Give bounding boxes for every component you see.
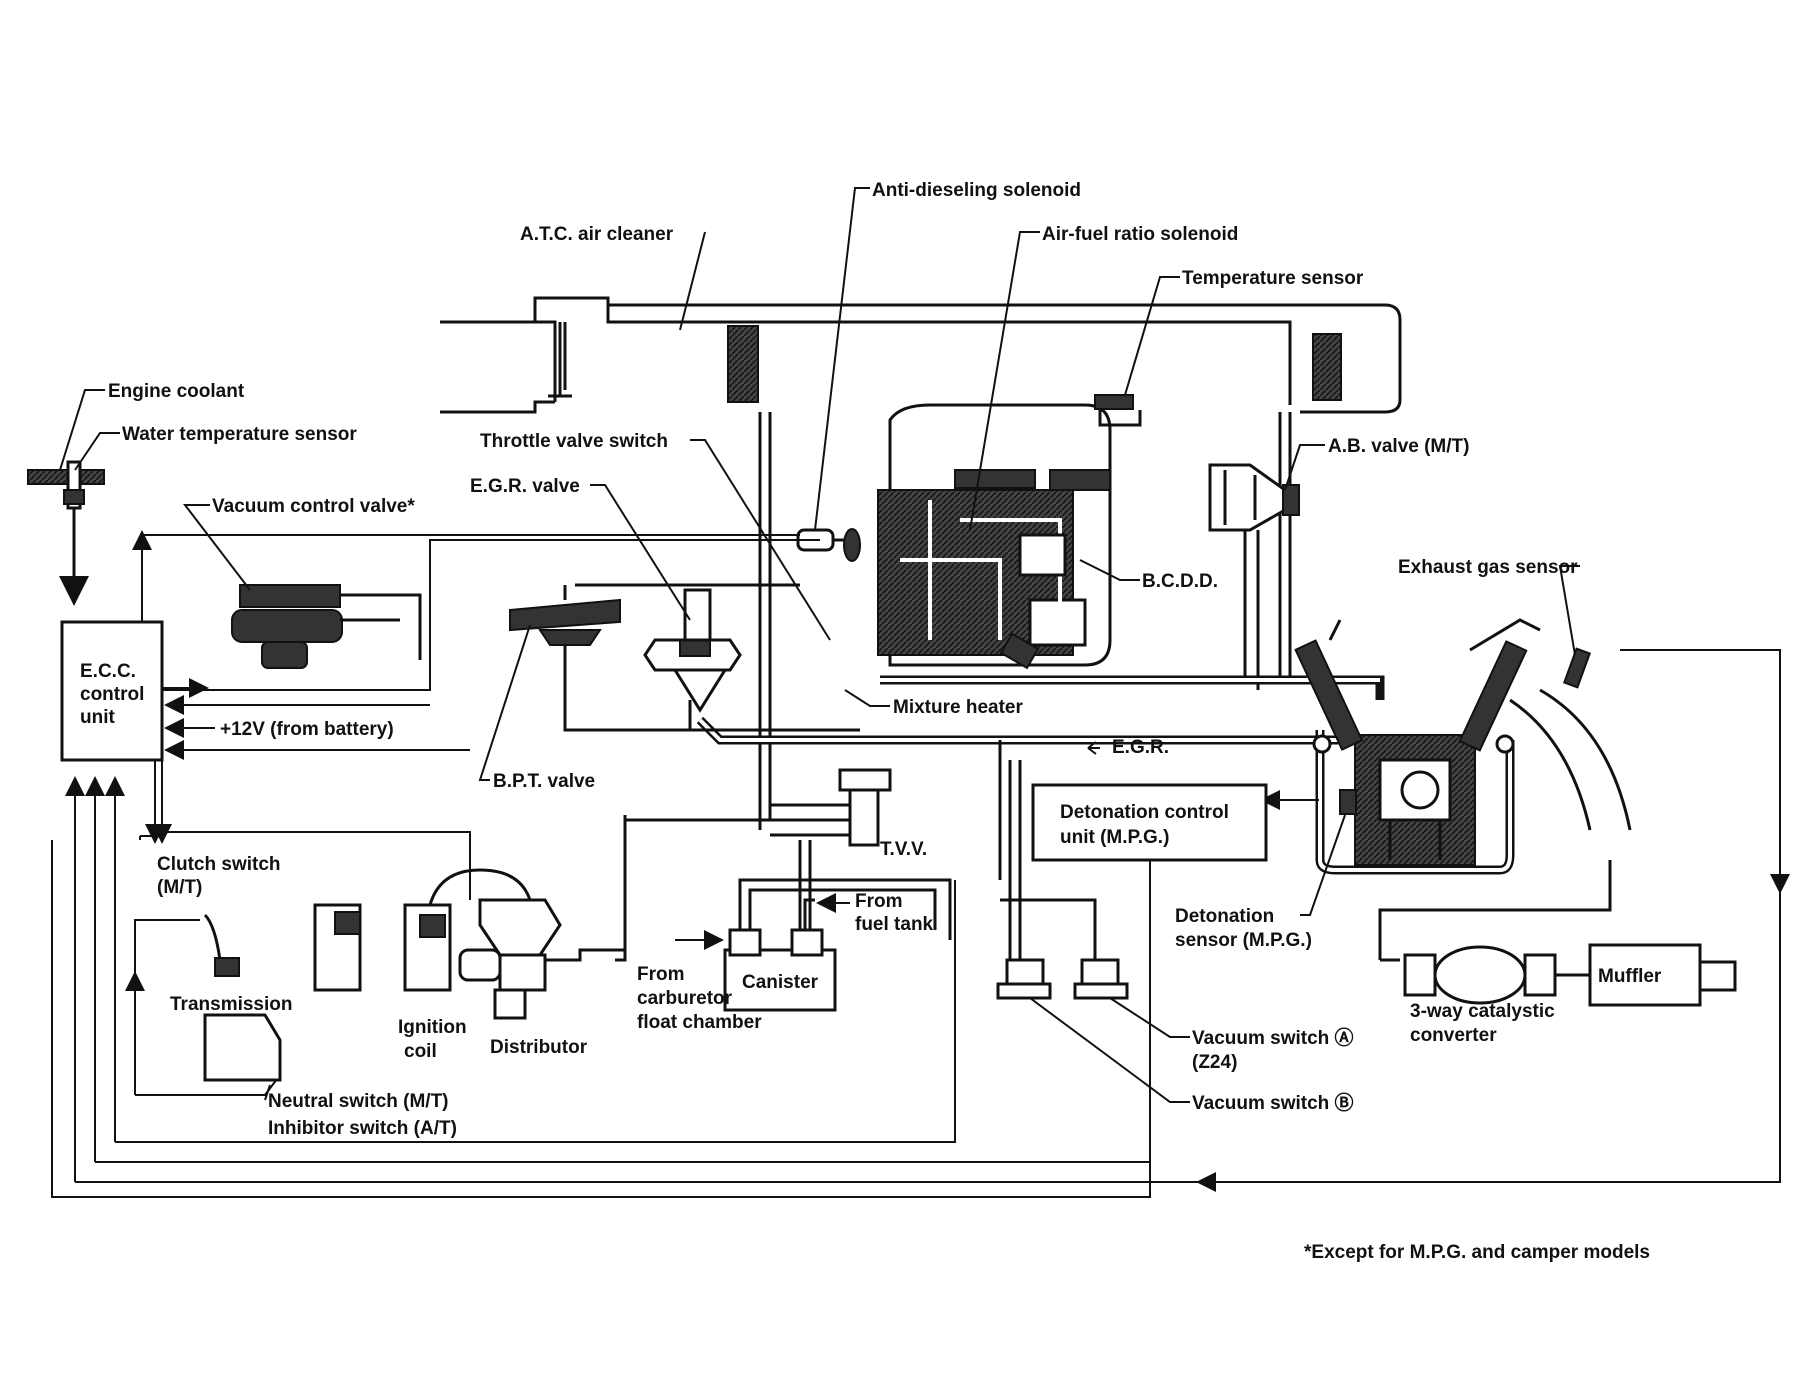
label-inhibitor-switch: Inhibitor switch (A/T) (268, 1118, 457, 1139)
label-engine-coolant: Engine coolant (108, 381, 245, 402)
canister-part (615, 818, 952, 1012)
label-detonation-sensor-line1: Detonation (1175, 906, 1274, 927)
intake-pipes (696, 675, 1515, 875)
label-air-fuel-ratio-solenoid: Air-fuel ratio solenoid (1042, 224, 1238, 245)
label-detonation-sensor-line2: sensor (M.P.G.) (1175, 930, 1312, 951)
label-atc-air-cleaner: A.T.C. air cleaner (520, 224, 674, 245)
label-water-temperature-sensor: Water temperature sensor (122, 424, 357, 445)
exhaust-system (1378, 688, 1737, 1007)
label-battery: +12V (from battery) (220, 719, 394, 740)
label-bcdd: B.C.D.D. (1142, 571, 1218, 592)
label-vacuum-switch-b: Vacuum switch Ⓑ (1192, 1091, 1354, 1114)
egr-flow-arrow (1087, 741, 1100, 755)
label-ab-valve: A.B. valve (M/T) (1328, 436, 1469, 457)
label-ignition-coil-line1: Ignition (398, 1017, 467, 1038)
label-exhaust-gas-sensor: Exhaust gas sensor (1398, 557, 1578, 578)
label-from-carb-line2: carburetor (637, 988, 733, 1009)
ab-valve-part (1208, 463, 1300, 690)
label-clutch-switch-line1: Clutch switch (157, 854, 281, 875)
exhaust-gas-sensor-part (1562, 647, 1592, 689)
vacuum-control-valve-part (231, 584, 422, 669)
label-from-carb-line3: float chamber (637, 1012, 762, 1033)
tvv-part (770, 768, 892, 847)
ignition-parts (313, 815, 627, 1020)
label-from-fuel-tank-line2: fuel tank (855, 914, 934, 935)
label-from-carb-line1: From (637, 964, 685, 985)
air-cleaner-duct (440, 296, 1402, 830)
transmission-part (203, 913, 282, 1082)
label-detonation-control-line2: unit (M.P.G.) (1060, 827, 1169, 848)
label-vacuum-control-valve: Vacuum control valve* (212, 496, 415, 517)
label-neutral-switch: Neutral switch (M/T) (268, 1091, 449, 1112)
label-ignition-coil-line2: coil (404, 1041, 437, 1062)
label-catalytic-line2: converter (1410, 1025, 1497, 1046)
ecc-control-unit (60, 620, 164, 762)
ecc-wiring (51, 530, 1790, 1198)
label-mixture-heater: Mixture heater (893, 697, 1023, 718)
label-ecc-line3: unit (80, 707, 115, 728)
leader-lines (59, 187, 1580, 1103)
label-clutch-switch-line2: (M/T) (157, 877, 202, 898)
detonation-control-unit (1031, 783, 1268, 862)
anti-dieseling-solenoid-part (796, 528, 861, 562)
footnote: *Except for M.P.G. and camper models (1304, 1242, 1650, 1263)
label-throttle-valve-switch: Throttle valve switch (480, 431, 668, 452)
detonation-sensor-part (1339, 789, 1357, 815)
label-vacuum-switch-a-line2: (Z24) (1192, 1052, 1237, 1073)
bpt-valve-part (509, 583, 860, 732)
label-anti-dieseling-solenoid: Anti-dieseling solenoid (872, 180, 1081, 201)
label-distributor: Distributor (490, 1037, 588, 1058)
vacuum-switches (996, 740, 1129, 1000)
carburetor-assembly (877, 403, 1112, 670)
water-temperature-sensor-part (27, 460, 105, 606)
label-transmission: Transmission (170, 994, 293, 1015)
label-egr-flow: E.G.R. (1112, 737, 1169, 758)
label-temperature-sensor: Temperature sensor (1182, 268, 1364, 289)
label-ecc-line1: E.C.C. (80, 661, 136, 682)
label-egr-valve: E.G.R. valve (470, 476, 580, 497)
engine-cylinder (1294, 618, 1541, 866)
label-detonation-control-line1: Detonation control (1060, 802, 1229, 823)
label-muffler: Muffler (1598, 966, 1662, 987)
label-canister: Canister (742, 972, 819, 993)
label-from-fuel-tank-line1: From (855, 891, 903, 912)
label-catalytic-line1: 3-way catalystic (1410, 1001, 1555, 1022)
label-tvv: T.V.V. (880, 839, 927, 860)
label-ecc-line2: control (80, 684, 144, 705)
label-vacuum-switch-a-line1: Vacuum switch Ⓐ (1192, 1026, 1354, 1049)
temperature-sensor-part (1094, 394, 1142, 427)
egr-valve-part (643, 588, 742, 732)
label-bpt-valve: B.P.T. valve (493, 771, 595, 792)
